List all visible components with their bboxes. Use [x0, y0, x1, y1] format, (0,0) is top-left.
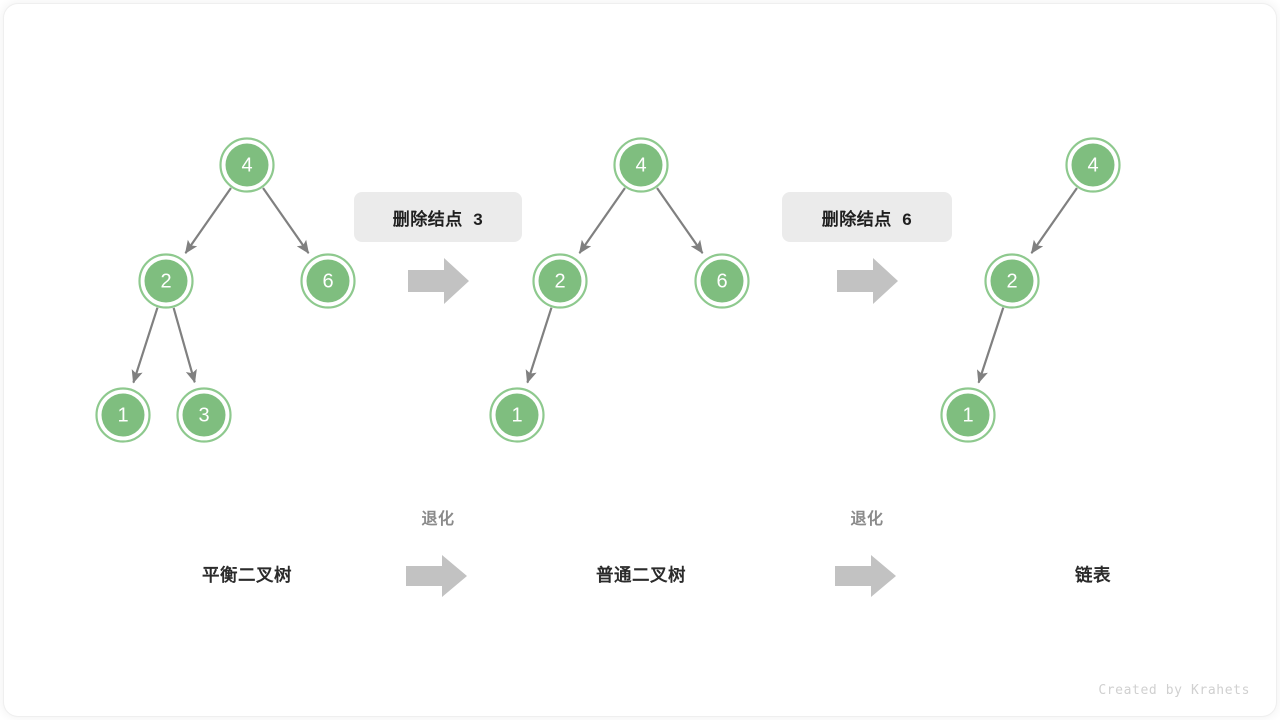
- tree-nodes: 4 2 6 1 3 4 2 6 1 4 2 1: [95, 137, 1121, 443]
- node-ring: [138, 253, 194, 309]
- node-ring: [940, 387, 996, 443]
- node-value: 4: [635, 155, 646, 177]
- tree-node[interactable]: 4: [219, 137, 275, 193]
- tree-node[interactable]: 1: [95, 387, 151, 443]
- node-ring: [613, 137, 669, 193]
- node-value: 6: [716, 271, 727, 293]
- tree-edge: [172, 307, 197, 384]
- node-ring: [489, 387, 545, 443]
- node-ring: [1065, 137, 1121, 193]
- transition-arrow-1: [408, 258, 469, 304]
- node-fill: [946, 393, 990, 437]
- tree-node[interactable]: 4: [1065, 137, 1121, 193]
- caption-balanced-binary-tree: 平衡二叉树: [202, 565, 292, 585]
- node-fill: [538, 259, 582, 303]
- node-fill: [225, 143, 269, 187]
- tree-node[interactable]: 2: [138, 253, 194, 309]
- node-value: 4: [1087, 155, 1098, 177]
- node-ring: [300, 253, 356, 309]
- tree-edges: [131, 187, 1078, 384]
- node-fill: [182, 393, 226, 437]
- node-value: 3: [198, 405, 209, 427]
- node-fill: [306, 259, 350, 303]
- node-value: 1: [117, 405, 128, 427]
- node-fill: [495, 393, 539, 437]
- node-fill: [619, 143, 663, 187]
- caption-ordinary-binary-tree: 普通二叉树: [596, 565, 686, 585]
- node-fill: [990, 259, 1034, 303]
- tree-edge: [184, 187, 232, 254]
- tree-edge: [656, 187, 704, 254]
- tree-node[interactable]: 4: [613, 137, 669, 193]
- tree-node[interactable]: 3: [176, 387, 232, 443]
- operation-badge-delete-6[interactable]: 删除结点 6: [782, 192, 952, 242]
- tree-edge: [262, 187, 310, 254]
- degenerate-arrow-1: [406, 555, 467, 597]
- tree-edge: [578, 187, 626, 254]
- node-fill: [101, 393, 145, 437]
- degenerate-label-2: 退化: [850, 511, 884, 528]
- tree-edge: [131, 307, 159, 384]
- operation-badge-delete-3[interactable]: 删除结点 3: [354, 192, 522, 242]
- degenerate-label-1: 退化: [421, 511, 455, 528]
- watermark-credit: Created by Krahets: [1098, 683, 1250, 698]
- node-value: 2: [554, 271, 565, 293]
- node-fill: [1071, 143, 1115, 187]
- tree-edge: [525, 307, 553, 384]
- node-fill: [144, 259, 188, 303]
- node-value: 4: [241, 155, 252, 177]
- node-ring: [95, 387, 151, 443]
- node-value: 2: [160, 271, 171, 293]
- node-ring: [984, 253, 1040, 309]
- tree-node[interactable]: 1: [940, 387, 996, 443]
- node-value: 6: [322, 271, 333, 293]
- tree-node[interactable]: 6: [694, 253, 750, 309]
- node-value: 1: [511, 405, 522, 427]
- caption-linked-list: 链表: [1075, 565, 1111, 585]
- node-ring: [176, 387, 232, 443]
- node-value: 1: [962, 405, 973, 427]
- node-value: 2: [1006, 271, 1017, 293]
- node-ring: [532, 253, 588, 309]
- transition-arrow-2: [837, 258, 898, 304]
- tree-node[interactable]: 2: [984, 253, 1040, 309]
- tree-node[interactable]: 2: [532, 253, 588, 309]
- node-fill: [700, 259, 744, 303]
- tree-edge: [977, 307, 1005, 384]
- degenerate-arrow-2: [835, 555, 896, 597]
- node-ring: [219, 137, 275, 193]
- tree-node[interactable]: 1: [489, 387, 545, 443]
- tree-node[interactable]: 6: [300, 253, 356, 309]
- node-ring: [694, 253, 750, 309]
- tree-edge: [1030, 187, 1078, 254]
